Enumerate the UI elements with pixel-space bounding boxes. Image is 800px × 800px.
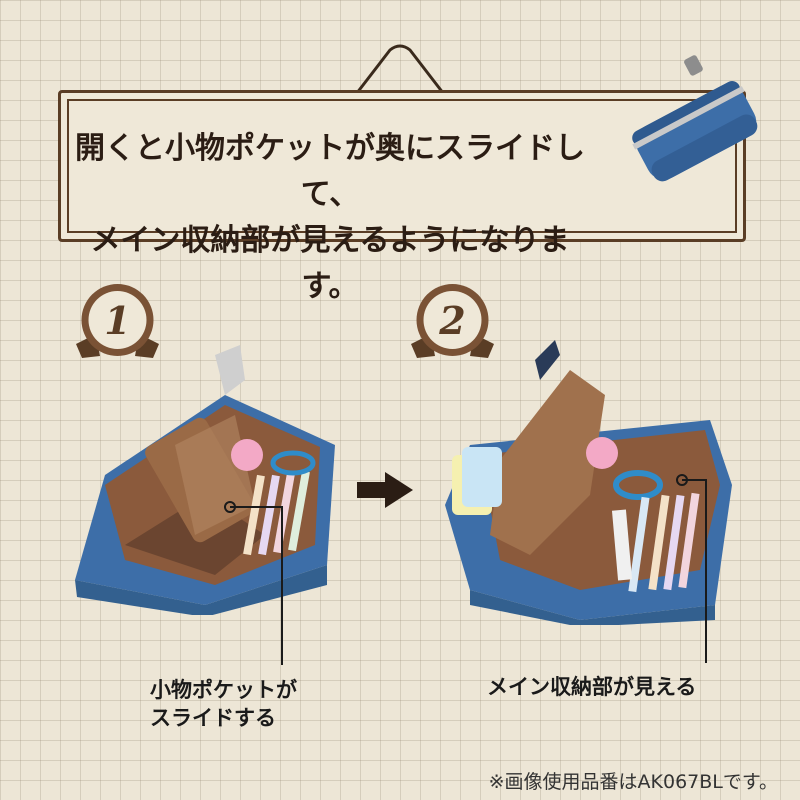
pouch-step-1-image — [75, 345, 335, 615]
step-1-callout: 小物ポケットが スライドする — [150, 676, 297, 732]
right-arrow-icon — [357, 472, 413, 508]
step-2-callout: メイン収納部が見える — [487, 675, 697, 699]
headline: 開くと小物ポケットが奥にスライドして、 メイン収納部が見えるようになります。 — [70, 126, 590, 310]
step-1-callout-line-1: 小物ポケットが — [150, 678, 297, 702]
title-board — [58, 90, 746, 242]
pouch-step-2-image — [445, 340, 732, 625]
headline-line-1: 開くと小物ポケットが奥にスライドして、 — [75, 131, 585, 212]
step-1-badge: 1 — [76, 284, 159, 358]
step-1-number: 1 — [104, 298, 130, 343]
callout-line-1 — [224, 501, 283, 665]
step-1-callout-line-2: スライドする — [150, 706, 276, 730]
step-2-badge: 2 — [411, 284, 494, 358]
headline-line-2: メイン収納部が見えるようになります。 — [90, 223, 570, 304]
footnote: ※画像使用品番はAK067BLです。 — [488, 771, 778, 793]
callout-line-2 — [676, 474, 707, 663]
closed-pouch-image — [632, 55, 758, 182]
step-2-number: 2 — [438, 298, 465, 343]
